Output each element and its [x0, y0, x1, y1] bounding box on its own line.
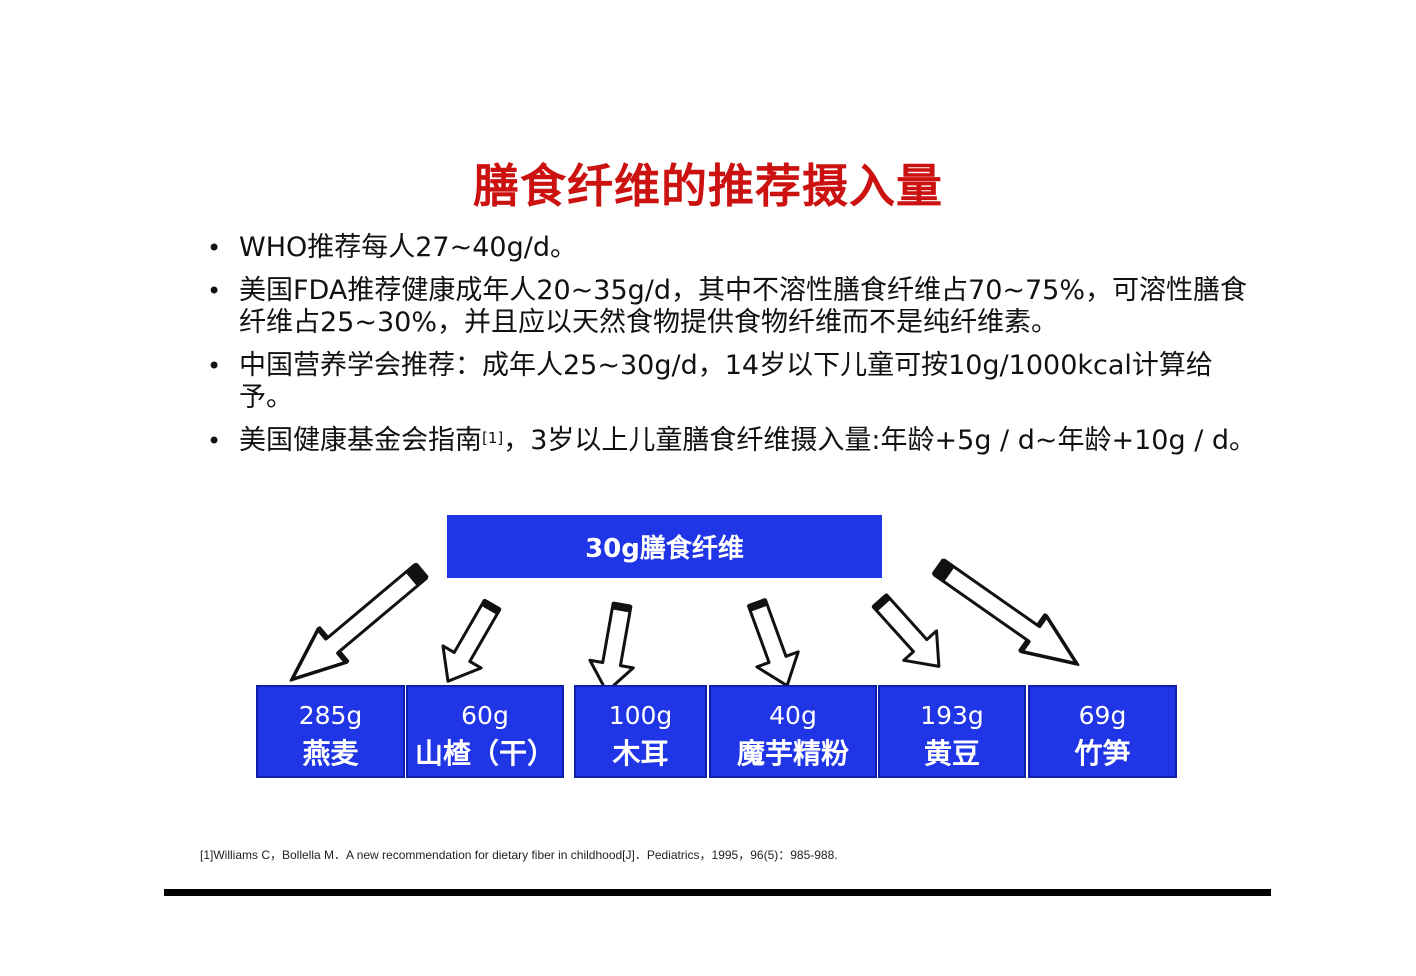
bullet-text: WHO推荐每人27~40g/d。 [239, 232, 577, 263]
food-box-hawthorn: 60g 山楂（干） [406, 685, 564, 778]
arrow-icon [734, 592, 810, 695]
food-name: 魔芋精粉 [736, 737, 849, 770]
bullet-item: • 美国FDA推荐健康成年人20~35g/d，其中不溶性膳食纤维占70~75%，可… [205, 275, 1265, 339]
bullet-dot: • [207, 352, 222, 380]
bullet-text: ，3岁以上儿童膳食纤维摄入量:年龄+5g / d~年龄+10g / d。 [503, 425, 1257, 456]
food-amount: 69g [1078, 701, 1127, 730]
bottom-divider [164, 889, 1271, 896]
bullet-item: • 中国营养学会推荐：成年人25~30g/d，14岁以下儿童可按10g/1000k… [205, 350, 1265, 414]
food-name: 燕麦 [302, 737, 359, 770]
food-box-bamboo-shoot: 69g 竹笋 [1028, 685, 1177, 778]
food-amount: 100g [608, 701, 673, 730]
food-name: 山楂（干） [414, 737, 555, 770]
bullet-list: • WHO推荐每人27~40g/d。 • 美国FDA推荐健康成年人20~35g/d，… [205, 232, 1265, 468]
food-box-wood-ear: 100g 木耳 [574, 685, 707, 778]
arrow-icon [583, 597, 646, 697]
bullet-item: • 美国健康基金会指南[1]，3岁以上儿童膳食纤维摄入量:年龄+5g / d~年龄… [205, 425, 1265, 457]
food-box-oats: 285g 燕麦 [256, 685, 405, 778]
bullet-text: 美国健康基金会指南 [239, 425, 482, 456]
arrow-icon [278, 553, 437, 697]
food-name: 木耳 [612, 737, 669, 770]
bullet-dot: • [207, 234, 222, 262]
slide-title: 膳食纤维的推荐摄入量 [473, 159, 943, 213]
food-amount: 60g [461, 701, 509, 730]
food-name: 黄豆 [923, 737, 980, 770]
food-name: 竹笋 [1074, 737, 1131, 770]
arrow-icon [427, 590, 514, 694]
food-amount: 193g [920, 701, 984, 730]
bullet-text: 中国营养学会推荐：成年人25~30g/d，14岁以下儿童可按10g/1000kc… [239, 350, 1213, 413]
arrow-icon [924, 548, 1089, 682]
bullet-text: 美国FDA推荐健康成年人20~35g/d，其中不溶性膳食纤维占70~75%，可溶… [239, 275, 1248, 338]
food-box-konjac: 40g 魔芋精粉 [709, 685, 877, 778]
food-amount: 285g [298, 701, 363, 730]
arrow-icon [860, 583, 957, 683]
citation-marker[interactable]: [1] [482, 429, 504, 447]
reference-citation: [1]Williams C，Bollella M．A new recommend… [200, 848, 838, 862]
bullet-dot: • [207, 277, 222, 305]
food-box-soybean: 193g 黄豆 [878, 685, 1026, 778]
total-fiber-box: 30g膳食纤维 [447, 515, 882, 578]
bullet-item: • WHO推荐每人27~40g/d。 [205, 232, 1265, 264]
food-amount: 40g [769, 701, 817, 730]
bullet-dot: • [207, 427, 222, 455]
